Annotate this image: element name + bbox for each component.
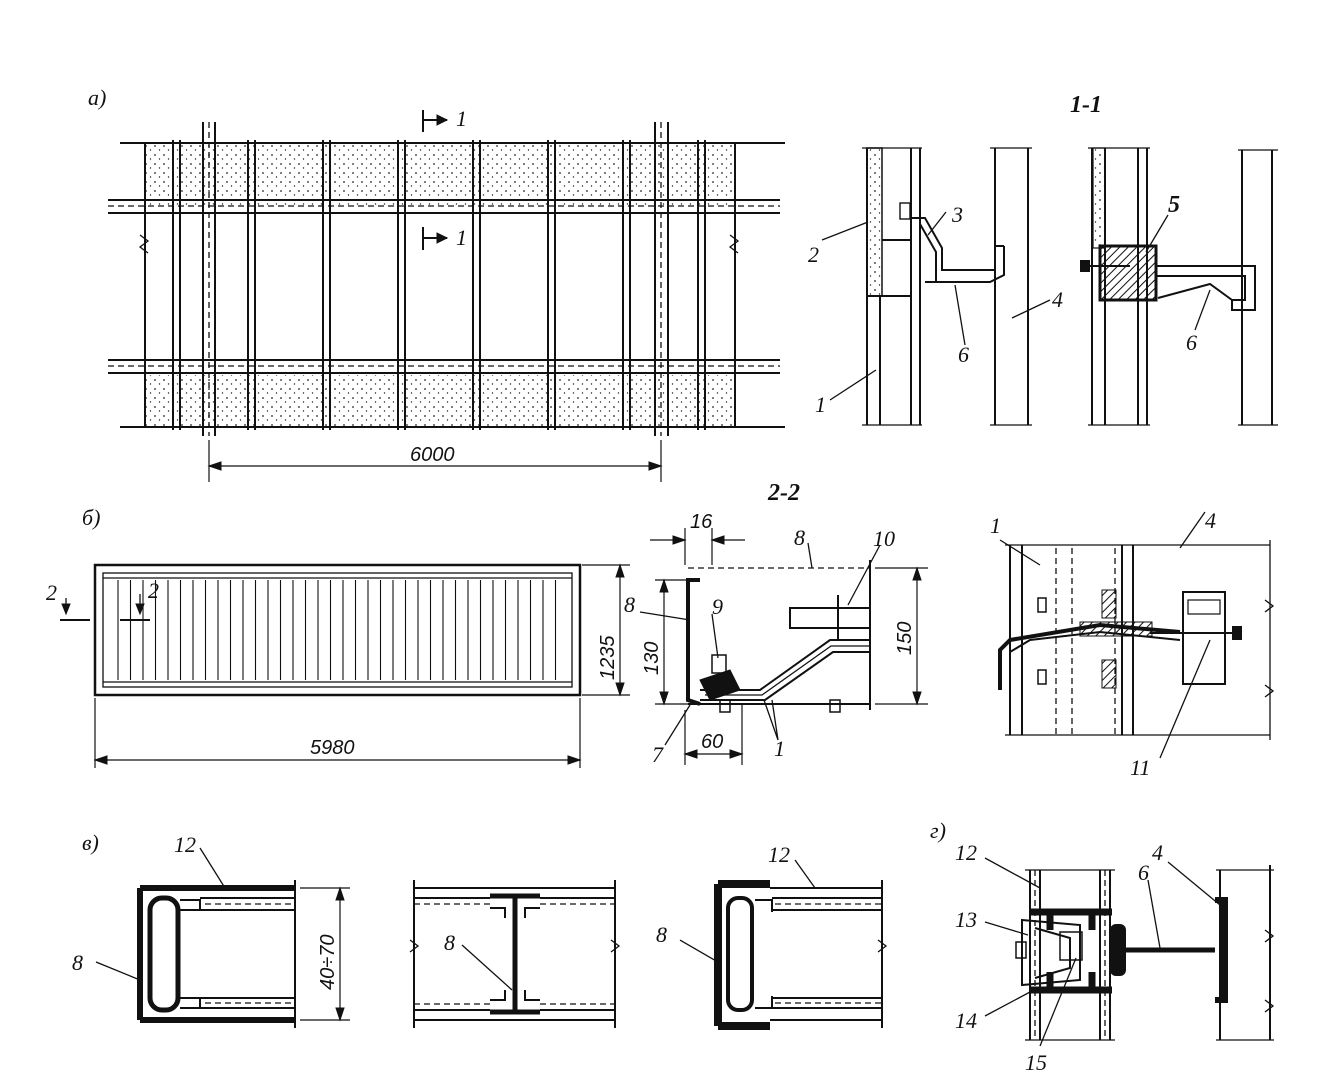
callout-6: 6 <box>1138 860 1149 885</box>
insulation-strip-bottom <box>145 375 735 427</box>
deck-ribs <box>117 580 557 680</box>
callout-8: 8 <box>72 950 83 975</box>
section-mark-label: 2 <box>46 580 57 605</box>
callout-9: 9 <box>712 594 723 619</box>
callout-4: 4 <box>1205 508 1216 533</box>
callout-1: 1 <box>815 392 826 417</box>
section-mark-label: 2 <box>148 578 159 603</box>
dim-60: 60 <box>701 731 723 753</box>
dim-130: 130 <box>641 642 663 675</box>
callout-8-left: 8 <box>624 592 635 617</box>
callout-6: 6 <box>958 342 969 367</box>
section-2-2: 2-2 16 130 150 <box>624 480 928 767</box>
section-title: 2-2 <box>767 480 800 506</box>
callout-1: 1 <box>774 736 785 761</box>
detail-1-1-left: 2 3 1 6 4 <box>808 147 1063 426</box>
panel-d-connection: г) 12 4 6 13 14 15 <box>930 818 1275 1075</box>
dimension-6000: 6000 <box>207 440 663 482</box>
callout-2: 2 <box>808 242 819 267</box>
section-mark-2: 2 2 <box>46 578 159 621</box>
dimension-label: 1235 <box>597 635 619 680</box>
callout-6-right: 6 <box>1186 330 1197 355</box>
detail-11: 1 4 11 <box>990 508 1275 780</box>
panel-d-label: г) <box>930 818 946 843</box>
insulation-strip-top <box>145 143 735 205</box>
callout-8: 8 <box>656 922 667 947</box>
section-mark-1-bottom: 1 <box>422 225 467 250</box>
callout-15: 15 <box>1025 1050 1047 1075</box>
callout-1: 1 <box>990 513 1001 538</box>
dim-16: 16 <box>690 511 713 533</box>
callout-5: 5 <box>1168 192 1180 218</box>
detail-1-1-right: 5 6 <box>1080 147 1278 426</box>
section-mark-label: 1 <box>456 106 467 131</box>
plan-columns <box>172 122 706 436</box>
callout-11: 11 <box>1130 755 1150 780</box>
panel-c-profiles: в) 40÷70 12 8 <box>72 830 888 1030</box>
profile-closed: 40÷70 12 8 <box>72 832 350 1028</box>
callout-12: 12 <box>768 842 790 867</box>
callout-8: 8 <box>444 930 455 955</box>
section-1-1: 1-1 2 3 1 6 <box>808 92 1278 426</box>
callout-4: 4 <box>1152 840 1163 865</box>
panel-b-label: б) <box>82 505 100 530</box>
dimension-1235: 1235 <box>582 563 630 697</box>
panel-b-elevation: б) 2 2 1235 <box>46 505 630 768</box>
panel-a-label: a) <box>88 85 106 110</box>
callout-3: 3 <box>951 202 963 227</box>
dimension-label: 5980 <box>310 737 355 759</box>
callout-8: 8 <box>794 525 805 550</box>
panel-c-label: в) <box>82 830 99 855</box>
callout-14: 14 <box>955 1008 977 1033</box>
callout-4: 4 <box>1052 287 1063 312</box>
dimension-label: 6000 <box>410 444 455 466</box>
callout-7: 7 <box>652 742 664 767</box>
dimension-5980: 5980 <box>93 698 582 768</box>
dim-40-70: 40÷70 <box>317 935 339 990</box>
section-mark-label: 1 <box>456 225 467 250</box>
section-title: 1-1 <box>1070 92 1102 118</box>
callout-12: 12 <box>955 840 977 865</box>
section-mark-1-top: 1 <box>422 106 467 132</box>
callout-12: 12 <box>174 832 196 857</box>
profile-i: 8 <box>409 880 621 1028</box>
panel-a-plan: a) <box>88 85 785 482</box>
profile-capped: 12 8 <box>656 842 888 1030</box>
deck-panel-outline <box>93 563 582 697</box>
callout-10: 10 <box>873 526 895 551</box>
callout-13: 13 <box>955 907 977 932</box>
dim-150: 150 <box>894 622 916 655</box>
